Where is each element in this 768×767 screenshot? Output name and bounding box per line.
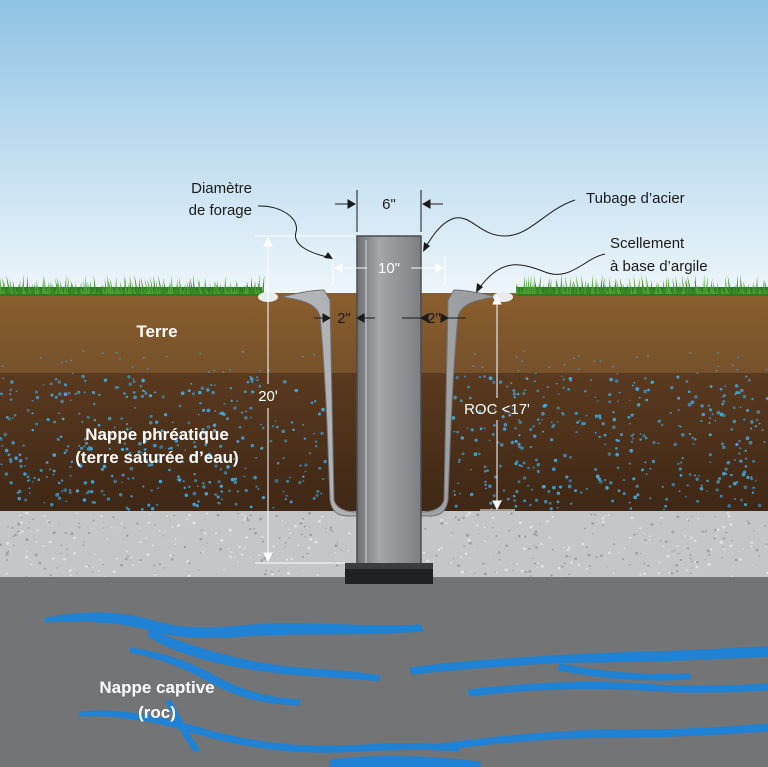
grout-right-dimension (402, 313, 466, 323)
soil-label: Terre (136, 322, 177, 341)
steel-casing-arrow (423, 242, 430, 252)
confined-aquifer-label-line2: (roc) (138, 703, 176, 722)
steel-casing (356, 235, 422, 567)
depth-dimension (255, 235, 355, 564)
aquifer-water-veins (44, 612, 768, 767)
bore-diameter-label-line2: de forage (189, 202, 252, 219)
drive-shoe (345, 565, 433, 584)
grout-left-label: 2" (337, 310, 351, 327)
gravel-texture (0, 511, 768, 578)
bore-diameter-label-line1: Diamètre (191, 180, 252, 197)
depth-label: 20' (258, 388, 278, 405)
grass (0, 274, 768, 296)
clay-seal-arrow (476, 283, 483, 293)
clay-seal-label-line1: Scellement (610, 235, 685, 252)
rock-depth-label: ROC <17' (464, 401, 530, 418)
confined-aquifer-label-line1: Nappe captive (99, 678, 214, 697)
bore-width-dimension (332, 255, 446, 286)
grout-right-label: 2" (427, 310, 441, 327)
water-table-label-line2: (terre saturée d’eau) (75, 448, 238, 467)
water-table-dots (0, 350, 768, 511)
grout-left-dimension (314, 313, 375, 323)
bore-diameter-arrow (324, 252, 333, 259)
clay-seal (281, 289, 497, 517)
bedrock-layer (0, 577, 768, 767)
steel-casing-leader (423, 199, 576, 251)
rock-depth-dimension (480, 294, 515, 511)
bore-width-label: 10" (378, 260, 400, 277)
casing-width-label: 6" (382, 196, 396, 213)
water-table-label-line1: Nappe phréatique (85, 425, 229, 444)
casing-width-dimension (335, 190, 443, 232)
clay-seal-label-line2: à base d’argile (610, 258, 708, 275)
clay-seal-leader (477, 253, 606, 291)
drive-shoe-cap (345, 563, 433, 569)
bore-diameter-leader (257, 205, 333, 259)
steel-casing-label: Tubage d’acier (586, 190, 685, 207)
